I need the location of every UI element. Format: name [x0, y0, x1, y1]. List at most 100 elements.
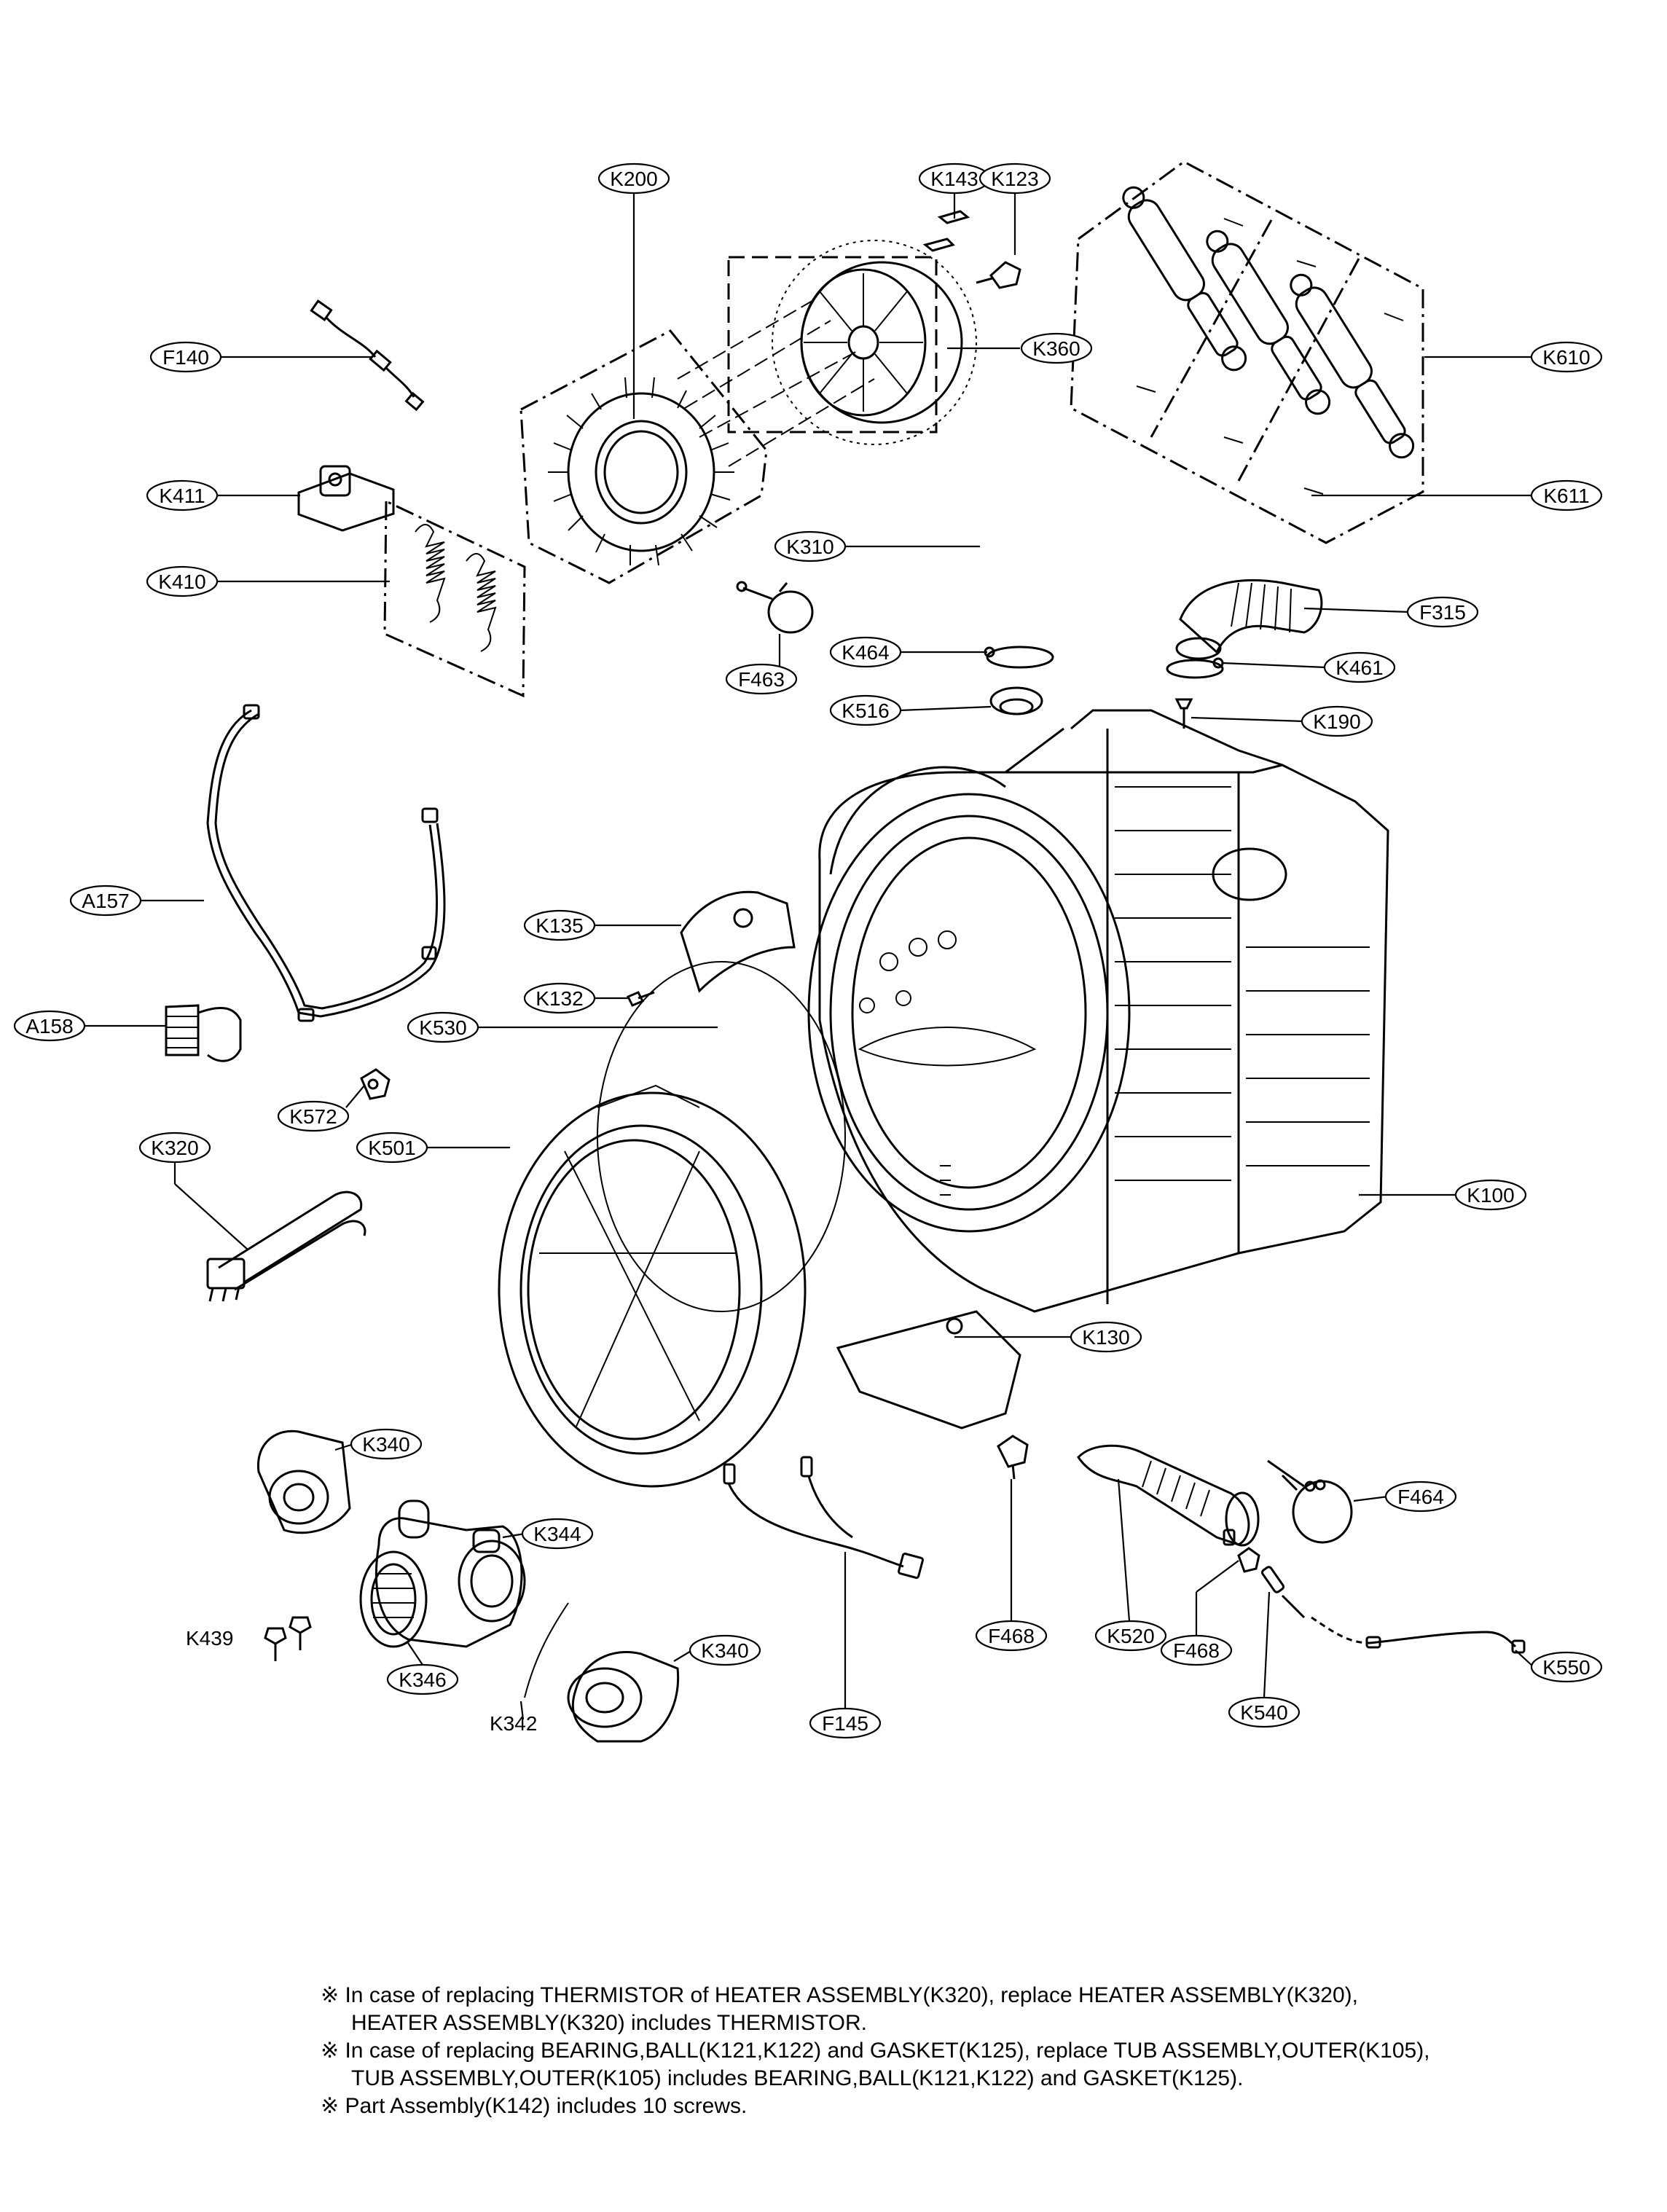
spring-parts — [415, 524, 497, 652]
svg-text:K611: K611 — [1543, 485, 1589, 507]
label-k439: K439 — [186, 1627, 233, 1650]
svg-text:K540: K540 — [1240, 1701, 1287, 1724]
callout-k123: K123 — [978, 162, 1051, 195]
f463-clamp-part — [736, 581, 814, 634]
callout-k410: K410 — [146, 565, 219, 597]
svg-text:K123: K123 — [991, 168, 1038, 190]
note-bearing-2: TUB ASSEMBLY,OUTER(K105) includes BEARIN… — [351, 2066, 1244, 2090]
callout-f468-upper: F468 — [975, 1620, 1048, 1652]
callout-k143: K143 — [918, 162, 991, 195]
tub-assembly-part — [807, 709, 1389, 1313]
svg-text:K200: K200 — [610, 168, 657, 190]
k320-heater-part — [206, 1191, 366, 1302]
callout-k200: K200 — [597, 162, 670, 195]
stator-group-outline — [519, 329, 768, 584]
callout-k100: K100 — [1454, 1179, 1527, 1211]
svg-text:K360: K360 — [1032, 337, 1080, 360]
svg-text:K516: K516 — [842, 699, 889, 722]
rotor-bolts — [922, 210, 1021, 289]
callout-k360: K360 — [1020, 332, 1093, 364]
svg-text:K610: K610 — [1542, 346, 1590, 369]
label-k342: K342 — [490, 1712, 537, 1735]
k572-clip-part — [360, 1068, 391, 1100]
callout-k135: K135 — [523, 909, 596, 941]
k342-wire-part — [524, 1602, 569, 1698]
damper-divider-lines — [1150, 219, 1360, 482]
svg-text:K132: K132 — [536, 987, 583, 1010]
f468-clip-upper-part — [997, 1435, 1029, 1480]
k135-bracket-part — [680, 890, 796, 993]
svg-text:K310: K310 — [786, 536, 834, 558]
k501-front-ring-part — [498, 1084, 807, 1488]
callout-f145: F145 — [809, 1707, 882, 1739]
callout-a157: A157 — [69, 885, 142, 917]
rotor-part — [772, 240, 977, 445]
callout-k610: K610 — [1530, 341, 1603, 373]
callout-f140: F140 — [149, 341, 222, 373]
k464-ring-part — [984, 646, 1054, 669]
damper-group-outline — [1070, 160, 1424, 544]
callout-f463: F463 — [725, 663, 798, 695]
svg-text:F468: F468 — [1173, 1639, 1220, 1662]
f468-clip-lower-part — [1237, 1547, 1260, 1573]
k516-seal-part — [989, 686, 1043, 715]
svg-text:K464: K464 — [842, 641, 889, 664]
callout-k572: K572 — [277, 1100, 350, 1132]
svg-text:K530: K530 — [419, 1016, 466, 1039]
svg-text:K346: K346 — [399, 1668, 446, 1691]
callout-f468-lower: F468 — [1160, 1634, 1233, 1666]
callout-k132: K132 — [523, 982, 596, 1014]
a157-harness-part — [206, 704, 446, 1022]
callout-k530: K530 — [407, 1011, 479, 1043]
svg-text:F140: F140 — [162, 346, 209, 369]
svg-text:K410: K410 — [158, 570, 205, 593]
k520-drain-hose-part — [1077, 1444, 1260, 1547]
callout-k461: K461 — [1323, 651, 1396, 683]
note-heater-1: ※ In case of replacing THERMISTOR of HEA… — [321, 1983, 1359, 2007]
svg-text:A158: A158 — [26, 1015, 73, 1038]
svg-text:K190: K190 — [1313, 710, 1360, 733]
k132-screw-part — [626, 991, 655, 1007]
k130-bracket-part — [836, 1310, 1021, 1429]
svg-text:K340: K340 — [362, 1433, 409, 1456]
callout-a158: A158 — [13, 1010, 86, 1042]
callout-k411: K411 — [146, 479, 219, 511]
k461-clamp-part — [1166, 657, 1224, 679]
callout-k190: K190 — [1301, 705, 1373, 737]
svg-text:K143: K143 — [930, 168, 978, 190]
callout-k520: K520 — [1094, 1620, 1167, 1652]
k340-pump-lower-part — [567, 1650, 680, 1743]
k550-wire-part — [1311, 1616, 1526, 1654]
svg-text:F464: F464 — [1397, 1486, 1444, 1508]
callout-k611: K611 — [1530, 479, 1603, 511]
svg-text:K320: K320 — [151, 1137, 198, 1159]
svg-text:F468: F468 — [988, 1625, 1035, 1647]
callout-k501: K501 — [356, 1132, 428, 1164]
svg-text:K340: K340 — [701, 1639, 748, 1662]
note-heater-2: HEATER ASSEMBLY(K320) includes THERMISTO… — [351, 2011, 868, 2035]
svg-text:F145: F145 — [822, 1712, 868, 1735]
callout-k516: K516 — [829, 694, 902, 726]
k439-screws-part — [264, 1616, 312, 1661]
svg-text:K344: K344 — [533, 1523, 581, 1545]
svg-text:K520: K520 — [1107, 1625, 1154, 1647]
leader-lines — [84, 193, 1534, 1720]
svg-text:K100: K100 — [1467, 1184, 1514, 1207]
f145-wire-part — [723, 1456, 924, 1579]
svg-text:K501: K501 — [368, 1137, 415, 1159]
svg-text:K461: K461 — [1335, 656, 1383, 679]
k411-bracket-part — [297, 465, 395, 532]
callout-k310: K310 — [774, 530, 847, 562]
k346-filter-part — [359, 1550, 428, 1648]
callout-k464: K464 — [829, 636, 902, 668]
stator-to-rotor-lines — [677, 298, 875, 467]
svg-text:K130: K130 — [1082, 1326, 1129, 1349]
svg-text:F315: F315 — [1419, 601, 1466, 624]
callout-k540: K540 — [1228, 1696, 1301, 1728]
callout-k344: K344 — [521, 1518, 594, 1550]
svg-text:K135: K135 — [536, 914, 583, 937]
a158-hose-part — [165, 1004, 242, 1062]
callout-k340-lower: K340 — [689, 1634, 761, 1666]
note-bearing-1: ※ In case of replacing BEARING,BALL(K121… — [321, 2039, 1430, 2063]
